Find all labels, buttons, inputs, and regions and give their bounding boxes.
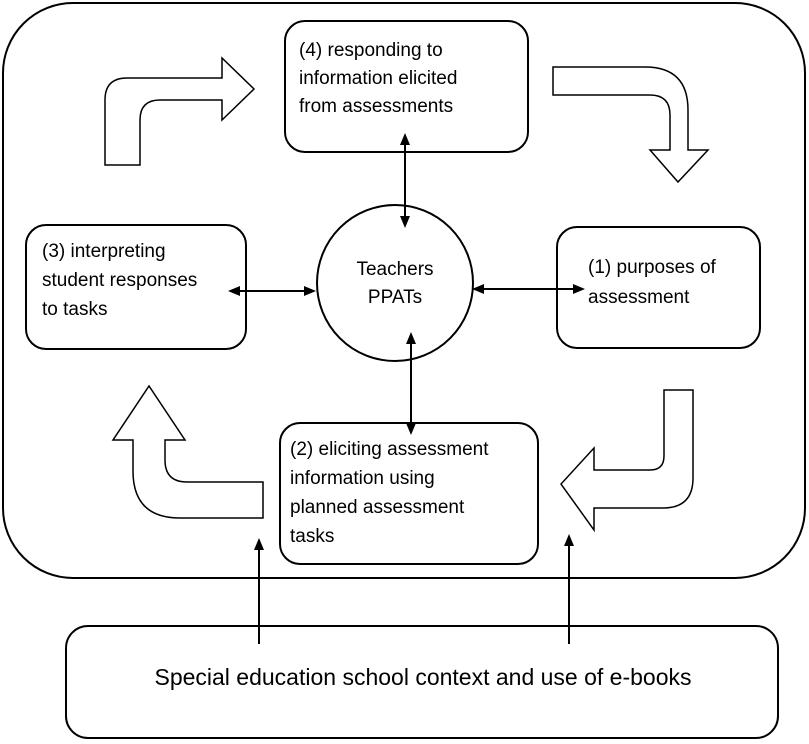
box-interpreting-line-3: to tasks [42, 299, 107, 320]
center-circle [316, 204, 474, 362]
box-purposes-line-2: assessment [588, 287, 690, 308]
box-interpreting-line-1: (3) interpreting [42, 241, 166, 262]
box-eliciting-line-1: (2) eliciting assessment [290, 439, 489, 460]
center-line-2: PPATs [368, 287, 422, 308]
connector-center-interpreting [228, 286, 316, 296]
context-arrow-right [564, 534, 574, 644]
box-responding-line-3: from assessments [299, 96, 453, 117]
box-interpreting [25, 224, 247, 350]
box-eliciting-line-3: planned assessment [290, 497, 465, 518]
cycle-arrow-bottom-left [111, 384, 264, 519]
cycle-arrow-top-right [552, 66, 710, 184]
cycle-arrow-top-left [104, 56, 256, 166]
box-eliciting-line-4: tasks [290, 526, 334, 547]
box-responding-line-2: information elicited [299, 68, 457, 89]
connector-center-responding [400, 133, 410, 228]
box-interpreting-line-2: student responses [42, 270, 197, 291]
connector-center-eliciting [406, 332, 416, 435]
context-box [65, 625, 779, 739]
box-responding [284, 20, 529, 153]
center-line-1: Teachers [356, 259, 433, 280]
box-purposes-line-1: (1) purposes of [588, 257, 717, 278]
box-eliciting-line-2: information using [290, 468, 435, 489]
context-label: Special education school context and use… [154, 664, 691, 690]
connector-center-purposes [472, 284, 585, 294]
context-arrow-left [254, 538, 264, 644]
box-responding-line-1: (4) responding to [299, 40, 443, 61]
cycle-arrow-bottom-right [560, 389, 694, 533]
box-purposes [556, 226, 761, 349]
